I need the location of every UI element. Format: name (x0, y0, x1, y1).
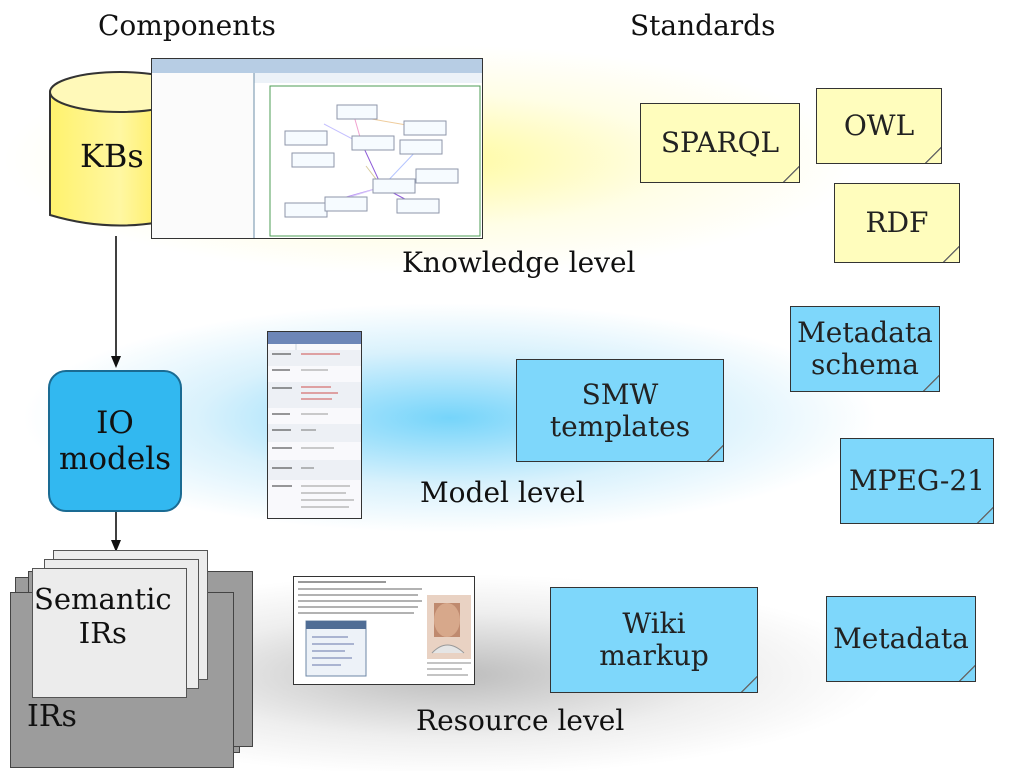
smw-templates-note: SMW templates (516, 359, 724, 462)
model-template-screenshot (267, 331, 362, 519)
owl-note: OWL (816, 88, 942, 164)
wiki-markup-note: Wiki markup (550, 587, 758, 693)
irs-label: IRs (27, 699, 77, 734)
knowledge-base-screenshot-illustration (152, 59, 482, 238)
kbs-label: KBs (80, 137, 144, 175)
semantic-irs-label: Semantic IRs (34, 582, 172, 650)
sparql-note: SPARQL (640, 103, 800, 183)
io-models-box: IO models (48, 370, 182, 512)
io-to-irs-arrowhead (111, 540, 121, 552)
kbs-to-io-arrowhead (111, 356, 121, 368)
model-level-label: Model level (420, 476, 585, 509)
semantic-ir-sheet-3 (32, 568, 187, 698)
rdf-note: RDF (834, 183, 960, 263)
knowledge-level-label: Knowledge level (402, 246, 636, 279)
standards-header: Standards (630, 9, 776, 42)
resource-page-screenshot (293, 576, 475, 685)
io-models-label: IO models (58, 405, 172, 477)
model-template-screenshot-illustration (268, 332, 361, 518)
mpeg21-note: MPEG-21 (840, 438, 994, 524)
irs-stack (10, 535, 260, 768)
resource-page-screenshot-illustration (294, 577, 474, 684)
components-header: Components (98, 9, 276, 42)
resource-level-label: Resource level (416, 704, 625, 737)
metadata-note: Metadata (826, 596, 976, 682)
knowledge-base-screenshot (151, 58, 483, 239)
metadata-schema-note: Metadata schema (790, 306, 940, 392)
